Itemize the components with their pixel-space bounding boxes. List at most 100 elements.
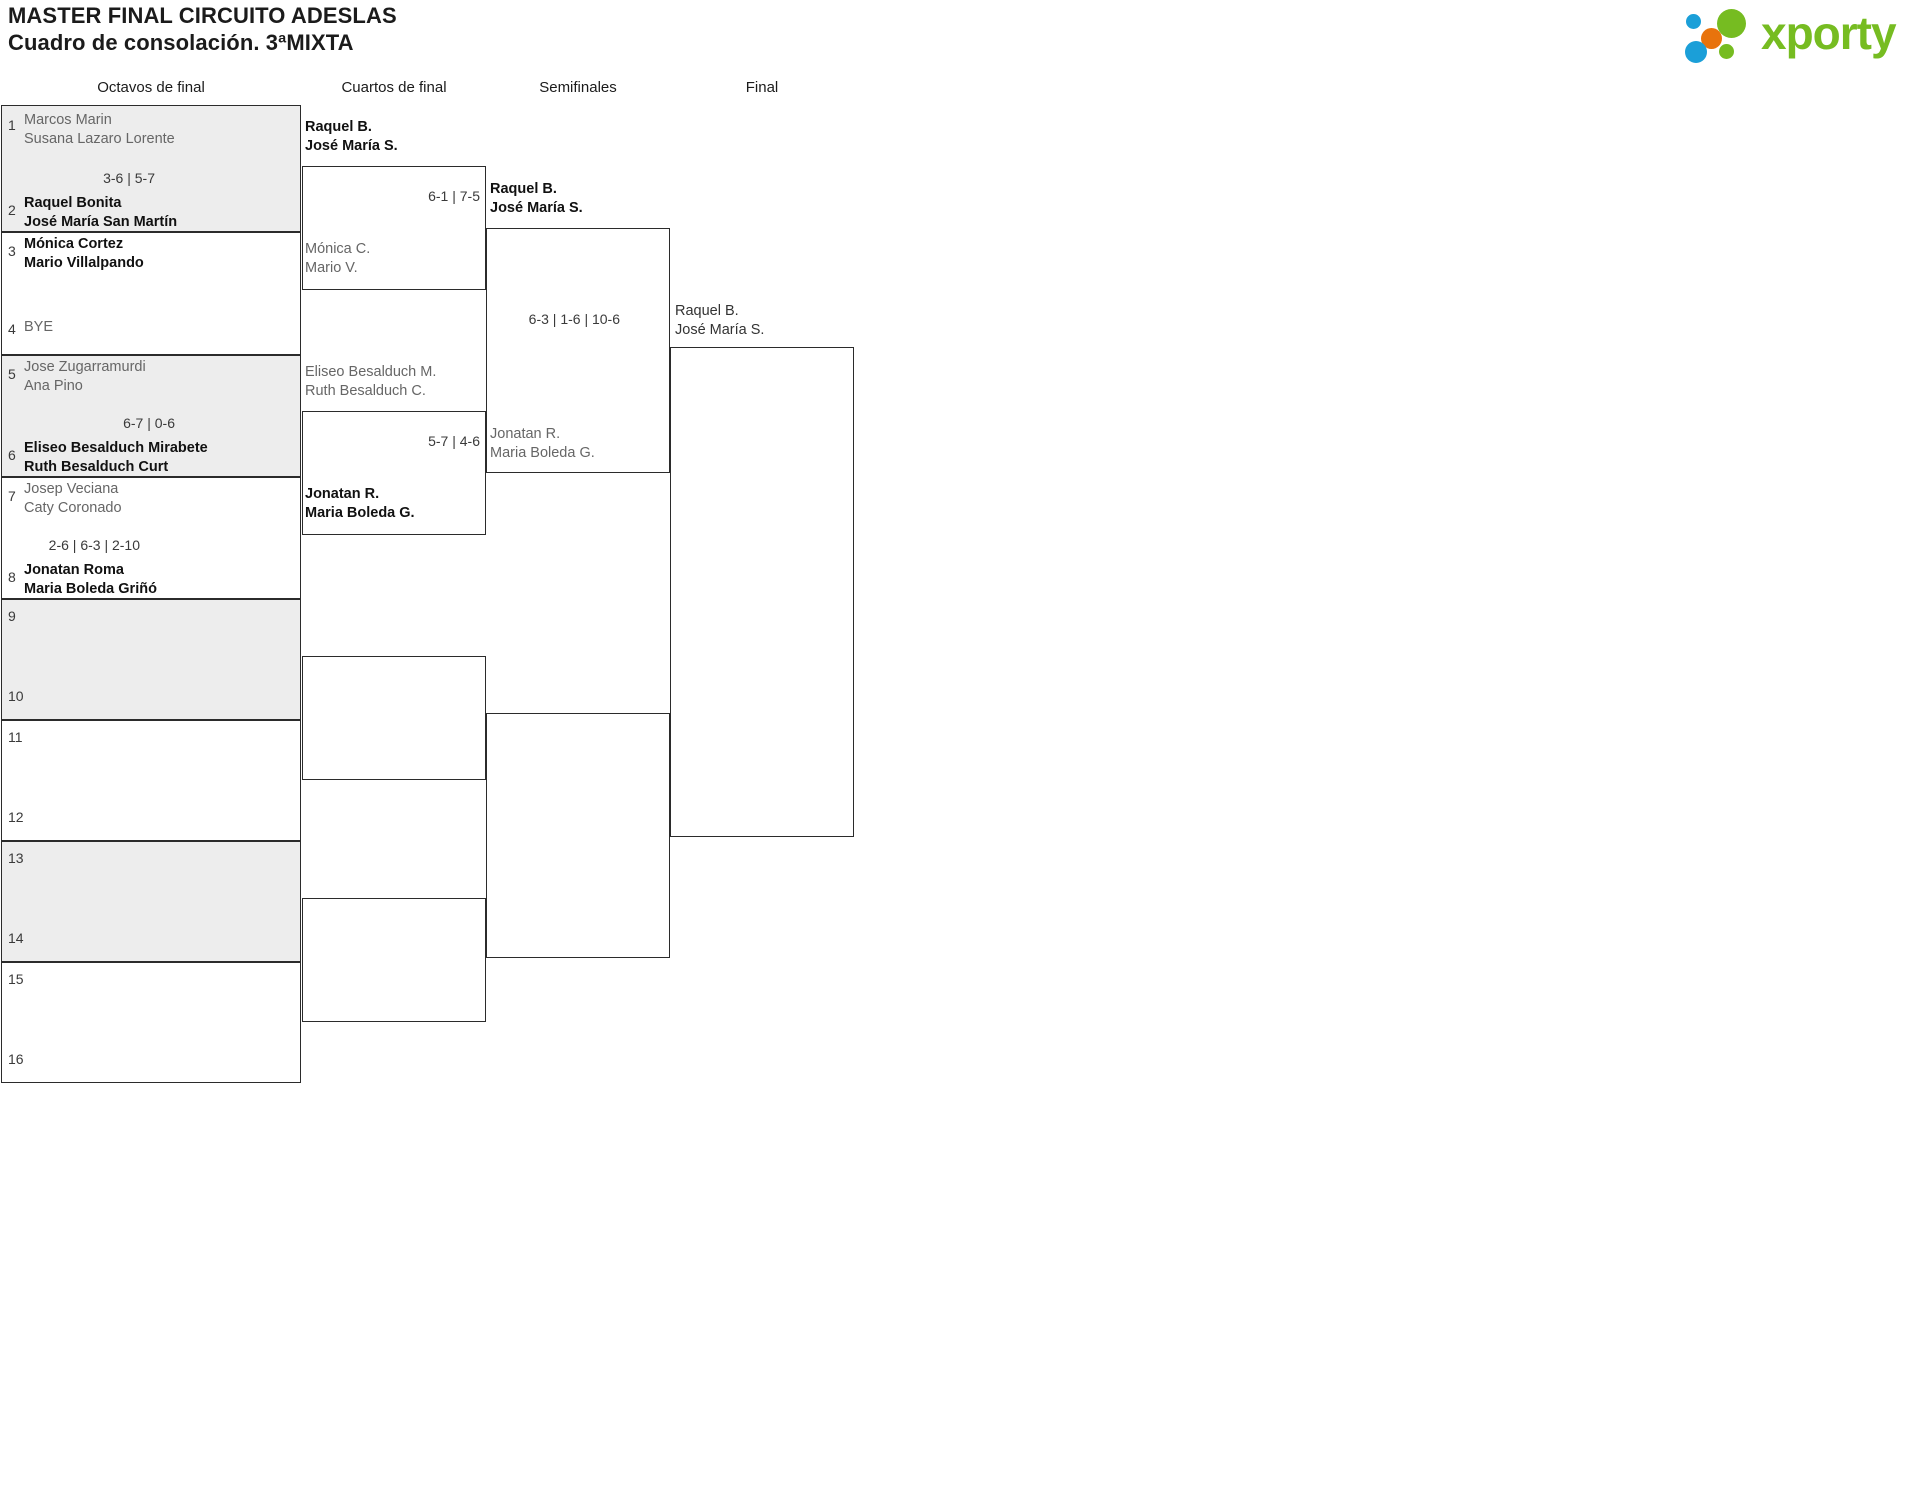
round-header-cuartos: Cuartos de final	[341, 79, 447, 96]
player-line-1: Jonatan R.	[305, 486, 380, 502]
semis-entry-1[interactable]: Raquel B. José María S.	[490, 180, 583, 217]
final-entry-1[interactable]: Raquel B. José María S.	[675, 302, 764, 339]
player-line-2: Maria Boleda G.	[305, 504, 415, 521]
player-line-1: BYE	[24, 319, 54, 335]
draw-slot-9[interactable]: 9	[1, 599, 301, 660]
player-names: Josep Veciana Caty Coronado	[24, 480, 294, 517]
draw-slot-3-score-cell	[1, 293, 301, 319]
player-line-2: José María S.	[675, 321, 765, 338]
draw-slot-5[interactable]: 5 Jose Zugarramurdi Ana Pino	[1, 355, 301, 411]
seed-number: 12	[8, 809, 24, 825]
draw-slot-15-score-cell	[1, 1023, 301, 1049]
player-line-1: Josep Veciana	[24, 481, 119, 497]
semis-connector-1	[486, 228, 670, 473]
seed-number: 16	[8, 1051, 24, 1067]
seed-number: 1	[8, 117, 16, 133]
draw-slot-5-score-cell: 6-7 | 0-6	[1, 411, 301, 437]
player-line-2: Ana Pino	[24, 377, 83, 394]
seed-number: 7	[8, 488, 16, 504]
draw-slot-11-score-cell	[1, 781, 301, 807]
draw-slot-6[interactable]: 6 Eliseo Besalduch Mirabete Ruth Besaldu…	[1, 437, 301, 477]
seed-number: 4	[8, 321, 16, 337]
tournament-title: MASTER FINAL CIRCUITO ADESLAS	[8, 3, 397, 28]
match-score: 3-6 | 5-7	[103, 170, 155, 186]
player-line-2: Maria Boleda G.	[490, 444, 595, 461]
cuartos-entry-3[interactable]: Eliseo Besalduch M. Ruth Besalduch C.	[305, 363, 436, 400]
seed-number: 10	[8, 688, 24, 704]
round-header-octavos: Octavos de final	[97, 79, 205, 96]
player-line-1: Mónica Cortez	[24, 236, 124, 252]
player-line-2: Susana Lazaro Lorente	[24, 130, 175, 147]
draw-slot-14[interactable]: 14	[1, 928, 301, 962]
logo-dots	[1685, 8, 1761, 63]
draw-slot-7-score-cell: 2-6 | 6-3 | 2-10	[1, 533, 301, 559]
cuartos-entry-4[interactable]: Jonatan R. Maria Boleda G.	[305, 485, 415, 522]
draw-slot-15[interactable]: 15	[1, 962, 301, 1023]
seed-number: 11	[8, 729, 23, 745]
logo-dot-green-small	[1719, 44, 1734, 59]
player-line-1: Raquel B.	[675, 303, 739, 319]
player-line-1: Raquel B.	[305, 119, 372, 135]
draw-slot-11[interactable]: 11	[1, 720, 301, 781]
player-names: Eliseo Besalduch Mirabete Ruth Besalduch…	[24, 439, 294, 476]
xporty-logo[interactable]: xporty	[1685, 6, 1905, 63]
player-line-1: Mónica C.	[305, 241, 371, 257]
semis-entry-2[interactable]: Jonatan R. Maria Boleda G.	[490, 425, 595, 462]
seed-number: 3	[8, 243, 16, 259]
draw-slot-8[interactable]: 8 Jonatan Roma Maria Boleda Griñó	[1, 559, 301, 599]
player-line-2: Caty Coronado	[24, 499, 122, 516]
seed-number: 6	[8, 447, 16, 463]
seed-number: 14	[8, 930, 24, 946]
seed-number: 8	[8, 569, 16, 585]
player-line-2: José María S.	[490, 199, 583, 216]
draw-slot-10[interactable]: 10	[1, 686, 301, 720]
player-line-1: Jonatan Roma	[24, 562, 124, 578]
draw-slot-7[interactable]: 7 Josep Veciana Caty Coronado	[1, 477, 301, 533]
seed-number: 13	[8, 850, 24, 866]
round-header-final: Final	[745, 79, 779, 96]
draw-slot-12[interactable]: 12	[1, 807, 301, 841]
player-line-2: Ruth Besalduch Curt	[24, 458, 169, 475]
cuartos-connector-3	[302, 656, 486, 780]
cuartos-entry-1[interactable]: Raquel B. José María S.	[305, 118, 398, 155]
draw-subtitle: Cuadro de consolación. 3ªMIXTA	[8, 30, 354, 55]
match-score: 6-7 | 0-6	[123, 415, 175, 431]
logo-dot-blue-small	[1686, 14, 1701, 29]
player-line-1: Jonatan R.	[490, 426, 561, 442]
round-header-semis: Semifinales	[539, 79, 617, 96]
player-names: Mónica Cortez Mario Villalpando	[24, 235, 294, 272]
match-score: 2-6 | 6-3 | 2-10	[48, 537, 140, 553]
title-block: MASTER FINAL CIRCUITO ADESLAS Cuadro de …	[8, 2, 397, 56]
seed-number: 15	[8, 971, 24, 987]
cuartos-entry-2[interactable]: Mónica C. Mario V.	[305, 240, 370, 277]
draw-slot-16[interactable]: 16	[1, 1049, 301, 1083]
player-line-2: Mario Villalpando	[24, 254, 144, 271]
draw-slot-4[interactable]: 4 BYE	[1, 319, 301, 355]
player-line-1: Jose Zugarramurdi	[24, 359, 146, 375]
seed-number: 5	[8, 366, 16, 382]
player-names: Jonatan Roma Maria Boleda Griñó	[24, 561, 294, 598]
cuartos-score-1: 6-1 | 7-5	[428, 188, 480, 204]
player-line-2: Ruth Besalduch C.	[305, 382, 426, 399]
player-line-1: Raquel Bonita	[24, 195, 122, 211]
logo-dot-blue-large	[1685, 41, 1707, 63]
cuartos-score-2: 5-7 | 4-6	[428, 433, 480, 449]
draw-slot-1[interactable]: 1 Marcos Marin Susana Lazaro Lorente	[1, 105, 301, 166]
draw-slot-3[interactable]: 3 Mónica Cortez Mario Villalpando	[1, 232, 301, 293]
draw-slot-2[interactable]: 2 Raquel Bonita José María San Martín	[1, 192, 301, 232]
draw-slot-1-score-cell: 3-6 | 5-7	[1, 166, 301, 192]
draw-slot-9-score-cell	[1, 660, 301, 686]
player-line-2: Mario V.	[305, 259, 358, 276]
player-line-1: Eliseo Besalduch Mirabete	[24, 440, 208, 456]
cuartos-connector-4	[302, 898, 486, 1022]
player-names: Marcos Marin Susana Lazaro Lorente	[24, 111, 294, 148]
seed-number: 9	[8, 608, 16, 624]
player-names: BYE	[24, 318, 294, 337]
logo-dot-green-large	[1717, 9, 1746, 38]
page-header: MASTER FINAL CIRCUITO ADESLAS Cuadro de …	[0, 0, 1920, 68]
draw-slot-13[interactable]: 13	[1, 841, 301, 902]
logo-wordmark: xporty	[1761, 7, 1897, 59]
player-line-1: Raquel B.	[490, 181, 557, 197]
cuartos-connector-1	[302, 166, 486, 290]
